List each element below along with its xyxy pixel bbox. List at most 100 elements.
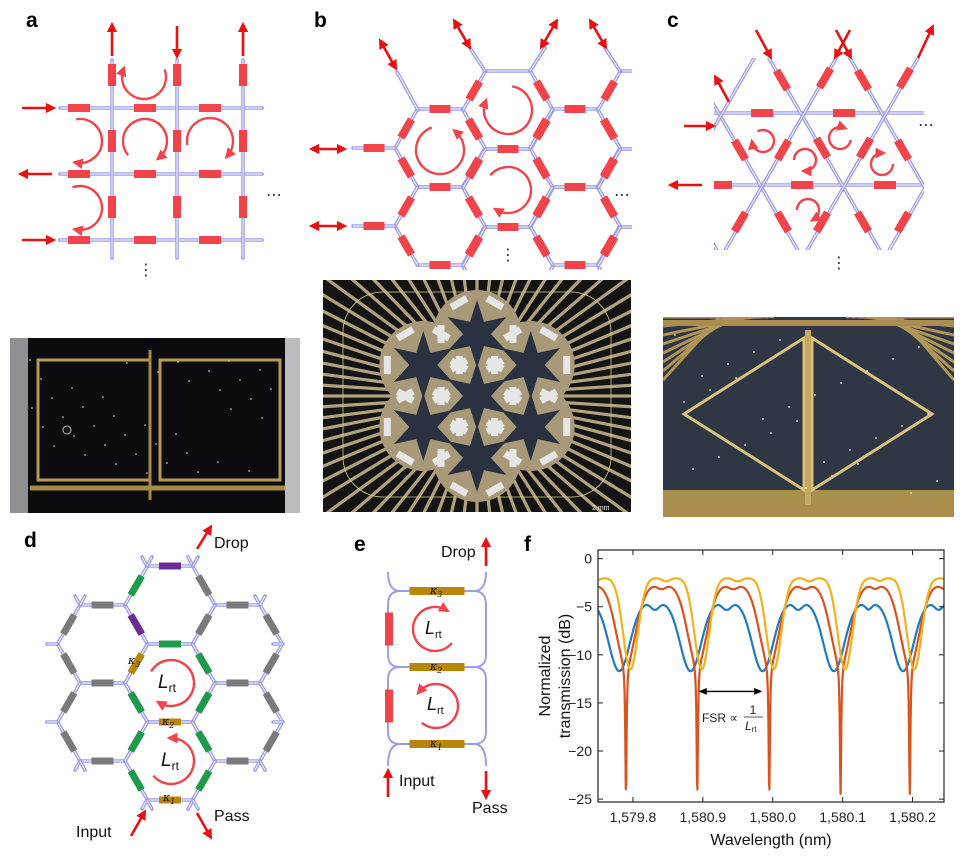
pass-label: Pass bbox=[214, 808, 250, 825]
io-arrow bbox=[714, 74, 731, 103]
device-photo-kagome-lattice bbox=[663, 317, 954, 517]
circulation-arrow bbox=[489, 165, 533, 218]
phase-shifter bbox=[465, 157, 483, 180]
phase-shifter bbox=[816, 66, 834, 90]
waveguide-gap bbox=[146, 556, 153, 567]
triangle-ring bbox=[681, 335, 806, 493]
dust-speck bbox=[62, 425, 72, 435]
dust-speck bbox=[840, 382, 842, 384]
waveguide-gap bbox=[927, 50, 972, 260]
phase-shifter bbox=[108, 196, 116, 218]
circulation-arrow bbox=[827, 120, 853, 151]
ring-heater bbox=[449, 481, 469, 497]
waveguide bbox=[666, 188, 689, 227]
dust-speck bbox=[53, 445, 55, 447]
coupler-bar bbox=[60, 691, 78, 714]
coupler-bar bbox=[409, 587, 465, 595]
phase-shifter bbox=[564, 261, 586, 269]
y-tick-label: −15 bbox=[568, 695, 592, 711]
phase-shifter bbox=[668, 274, 685, 296]
phase-shifter bbox=[731, 210, 749, 234]
phase-shifter bbox=[497, 145, 519, 153]
ring-heater bbox=[539, 450, 559, 466]
phase-shifter bbox=[854, 210, 872, 234]
dust-speck bbox=[901, 425, 903, 427]
photo-background bbox=[10, 338, 300, 513]
phase-shifter bbox=[532, 195, 550, 218]
waveguide-gap bbox=[79, 760, 86, 771]
waveguide-gap bbox=[529, 47, 546, 72]
round-trip-length-label: Lrt bbox=[158, 672, 177, 695]
coupler-bar bbox=[91, 757, 114, 765]
honeycomb-ring-path-diagram: Drop Pass Input κ3 κ2 κ1 Lrt Lrt bbox=[45, 524, 285, 841]
device-outline bbox=[158, 358, 282, 482]
waveguide-gap bbox=[666, 227, 689, 266]
dust-speck bbox=[82, 406, 84, 408]
dust-speck bbox=[857, 463, 859, 465]
coupler-bar bbox=[127, 691, 145, 714]
dust-speck bbox=[42, 426, 44, 428]
phase-shifter bbox=[896, 66, 914, 90]
ring-heater bbox=[491, 356, 499, 374]
phase-shifter bbox=[668, 157, 685, 179]
ring-heater bbox=[395, 326, 415, 342]
y-tick-label: −5 bbox=[576, 599, 592, 615]
ring-heater bbox=[395, 450, 415, 466]
phase-shifter bbox=[465, 79, 483, 102]
phase-shifter bbox=[856, 136, 874, 160]
phase-shifter bbox=[68, 170, 90, 178]
dust-speck bbox=[219, 389, 221, 391]
io-arrow bbox=[916, 24, 935, 59]
drop-label: Drop bbox=[214, 535, 249, 552]
dust-speck bbox=[135, 453, 137, 455]
round-trip-length-label: Lrt bbox=[425, 618, 442, 641]
triangle-ring bbox=[810, 335, 935, 493]
ring-heater bbox=[539, 326, 559, 342]
dust-speck bbox=[29, 359, 31, 361]
star-shaped-region bbox=[393, 331, 453, 399]
phase-shifter bbox=[564, 183, 586, 191]
dust-speck bbox=[31, 407, 33, 409]
dust-speck bbox=[166, 462, 168, 464]
coupler-bar bbox=[226, 679, 249, 687]
io-arrow bbox=[129, 809, 147, 837]
fsr-denominator: Lrt bbox=[745, 719, 757, 734]
phase-shifter bbox=[108, 130, 116, 152]
phase-shifter bbox=[465, 196, 483, 219]
round-trip-length-label: Lrt bbox=[427, 694, 444, 717]
dust-speck bbox=[692, 468, 694, 470]
phase-shifter bbox=[68, 236, 90, 244]
phase-shifter bbox=[134, 170, 156, 178]
phase-shifter bbox=[385, 612, 393, 646]
dust-speck bbox=[239, 379, 241, 381]
waveguide-gap bbox=[666, 71, 689, 110]
io-arrow bbox=[834, 29, 852, 60]
coupler-bar bbox=[195, 613, 213, 636]
panel-label-b: b bbox=[314, 9, 327, 32]
ring-heater bbox=[449, 295, 469, 311]
electrode-trace bbox=[846, 317, 856, 319]
dust-speck bbox=[788, 406, 790, 408]
panel-label-d: d bbox=[24, 529, 37, 552]
photo-edge bbox=[285, 338, 300, 513]
dust-speck bbox=[102, 396, 104, 398]
dust-speck bbox=[261, 417, 263, 419]
phase-shifter bbox=[894, 210, 912, 234]
ring-heater bbox=[563, 356, 571, 374]
phase-shifter bbox=[173, 130, 181, 152]
ring-heater bbox=[485, 295, 505, 311]
ring-heater bbox=[539, 388, 559, 404]
phase-shifter bbox=[668, 118, 685, 140]
dust-speck bbox=[115, 463, 117, 465]
fsr-numerator: 1 bbox=[750, 703, 757, 717]
ring-heater bbox=[449, 357, 469, 373]
plot-frame bbox=[597, 549, 945, 803]
kagome-lattice-diagram: ⋮ ⋯ bbox=[667, 24, 972, 272]
electrode-trace bbox=[764, 317, 774, 319]
circulation-arrow bbox=[71, 184, 104, 237]
dust-speck bbox=[849, 449, 851, 451]
pass-label: Pass bbox=[472, 800, 508, 817]
io-arrow bbox=[452, 18, 472, 50]
x-tick-label: 1,580.0 bbox=[749, 809, 796, 825]
coupler-bar bbox=[127, 574, 145, 597]
